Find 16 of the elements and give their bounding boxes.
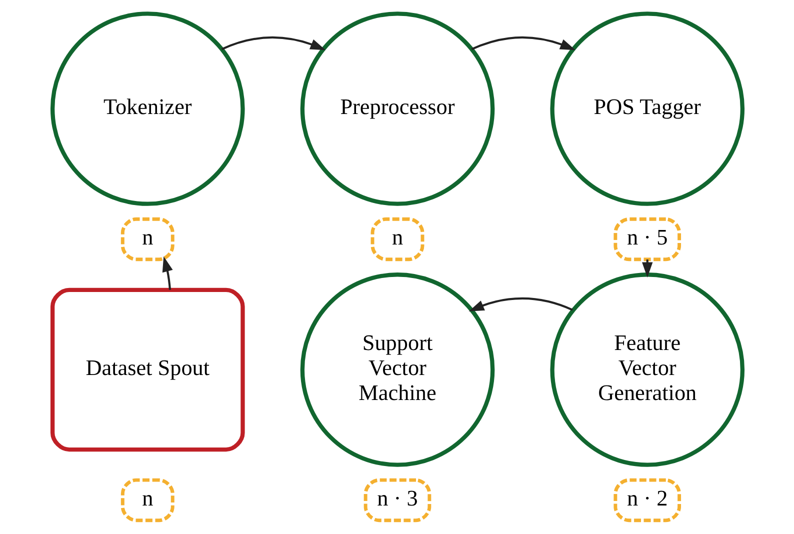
node-circle: Preprocessor [300,12,494,206]
node-box: n [120,217,174,262]
node-box: n · 5 [613,217,681,262]
node-circle: Tokenizer [50,12,244,206]
node-circle: Feature Vector Generation [550,272,744,467]
arrow [220,36,326,50]
arrow [470,36,575,50]
node-box: n · 3 [363,478,431,522]
node-circle: POS Tagger [550,12,744,206]
arrow [468,297,572,312]
node-circle: Support Vector Machine [300,272,494,467]
node-box: n [120,478,174,522]
arrow [162,256,172,290]
node-box: Dataset Spout [50,288,244,452]
node-box: n · 2 [613,478,681,522]
node-box: n [370,217,424,262]
